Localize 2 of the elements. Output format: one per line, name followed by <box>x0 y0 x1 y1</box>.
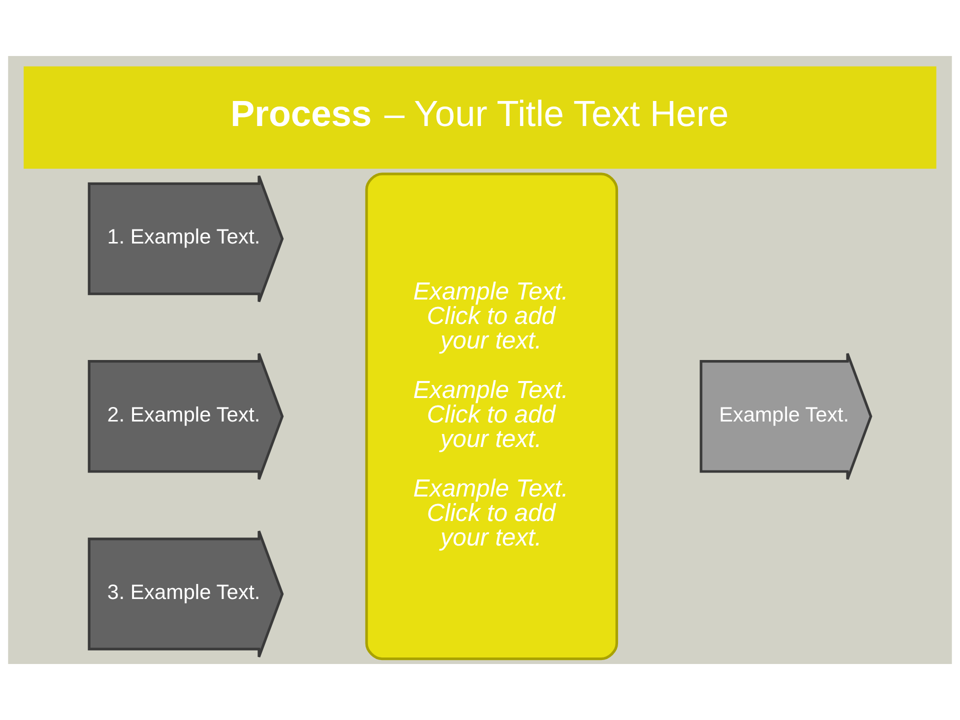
node-box: Example Text. Click to add your text. Example Text. Click to add your text. Example Text. Click to add your text. <box>365 172 618 660</box>
diagram-title: Process – Your Title Text Here <box>230 92 729 134</box>
